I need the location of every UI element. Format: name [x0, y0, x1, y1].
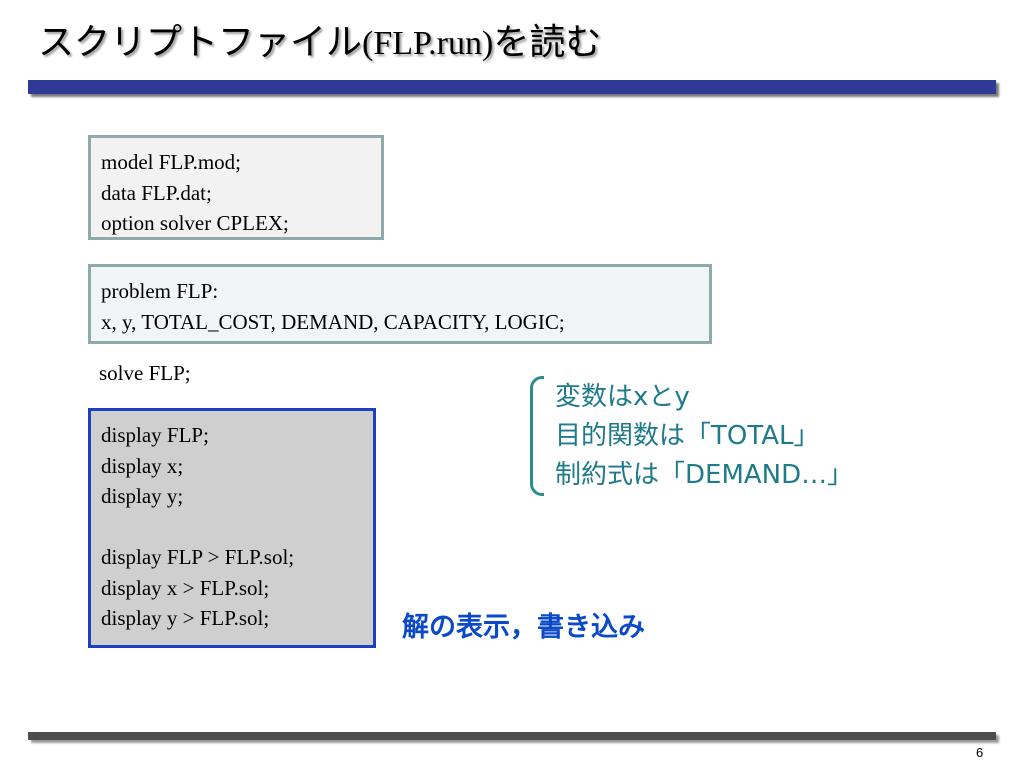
code-box-problem: problem FLP: x, y, TOTAL_COST, DEMAND, C…: [88, 264, 712, 344]
slide-title: スクリプトファイル(FLP.run)を読む: [38, 16, 601, 71]
annotation-line-variables: 変数はxとy: [555, 382, 690, 412]
header-divider-bar: [28, 80, 996, 94]
title-prefix: スクリプトファイル: [38, 22, 363, 63]
code-line: display FLP;: [101, 423, 209, 447]
code-box-model-data: model FLP.mod; data FLP.dat; option solv…: [88, 135, 384, 240]
annotation-line-objective: 目的関数は「TOTAL」: [555, 421, 820, 451]
code-line: display y > FLP.sol;: [101, 606, 270, 630]
page-number: 6: [976, 745, 984, 760]
solve-statement: solve FLP;: [99, 361, 191, 385]
problem-annotation: 変数はxとy 目的関数は「TOTAL」 制約式は「DEMAND…」: [555, 378, 853, 495]
code-box-display: display FLP; display x; display y; displ…: [88, 408, 376, 648]
code-line: option solver CPLEX;: [101, 211, 289, 235]
code-line: display y;: [101, 484, 184, 508]
display-annotation: 解の表示，書き込み: [402, 612, 645, 643]
code-line: display x > FLP.sol;: [101, 575, 270, 600]
code-line: data FLP.dat;: [101, 180, 212, 205]
title-suffix: を読む: [493, 22, 602, 63]
code-line: model FLP.mod;: [101, 150, 242, 174]
title-filename: (FLP.run): [362, 25, 494, 62]
footer-divider-bar: [28, 732, 996, 740]
code-line: problem FLP:: [101, 279, 219, 303]
code-line: display FLP > FLP.sol;: [101, 545, 295, 569]
code-line: x, y, TOTAL_COST, DEMAND, CAPACITY, LOGI…: [101, 309, 565, 334]
left-brace-icon: [530, 376, 544, 496]
code-line-blank: [101, 512, 363, 543]
annotation-line-constraints: 制約式は「DEMAND…」: [555, 460, 854, 490]
code-line: display x;: [101, 453, 184, 478]
